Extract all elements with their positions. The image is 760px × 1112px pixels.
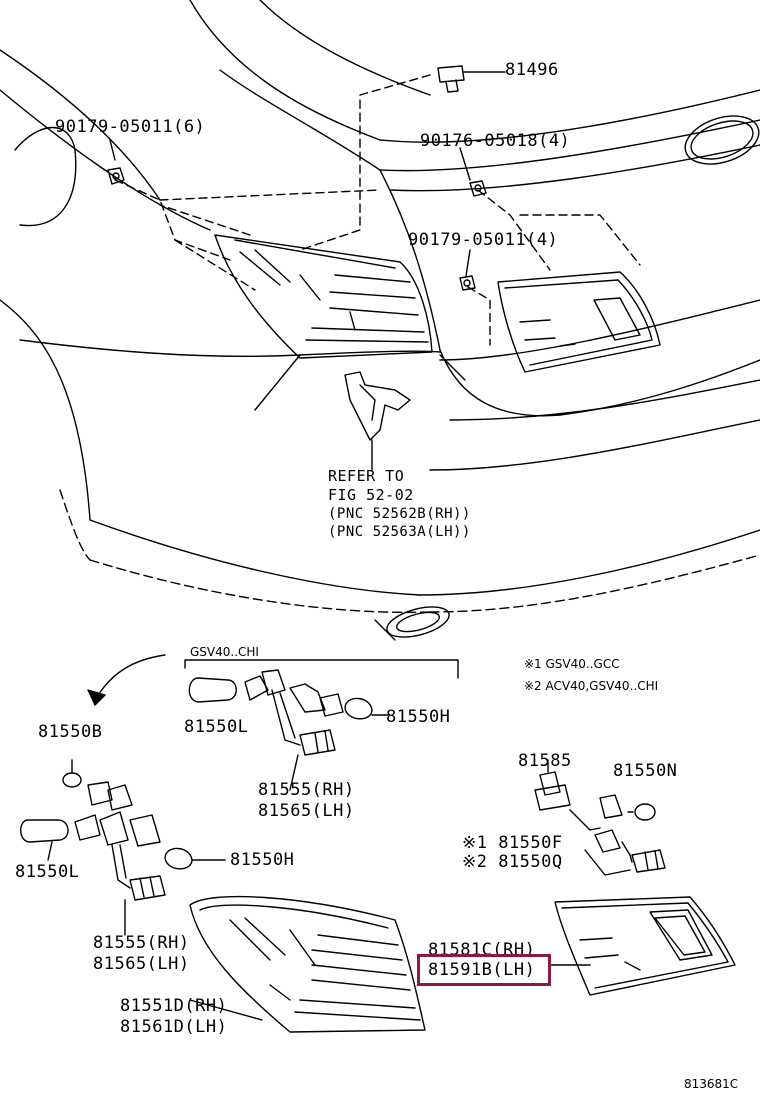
- part-number-90179-05011-6[interactable]: 90179-05011(6): [55, 117, 206, 137]
- part-number-81550L-lower[interactable]: 81550L: [15, 862, 80, 882]
- part-number-81555-upper[interactable]: 81555(RH): [258, 780, 355, 800]
- group-bracket: [184, 659, 459, 679]
- footnote-2: ※2 ACV40,GSV40..CHI: [524, 679, 659, 693]
- part-number-90179-05011-4[interactable]: 90179-05011(4): [408, 230, 559, 250]
- nut-icon: [107, 139, 487, 291]
- part-number-81591B[interactable]: 81591B(LH): [428, 960, 536, 980]
- part-number-81585[interactable]: 81585: [518, 751, 572, 771]
- refer-text-line1[interactable]: REFER TO: [328, 467, 405, 485]
- upper-leader-lines: [114, 74, 641, 346]
- connector-reference-icon: [254, 354, 466, 471]
- footnote-1: ※1 GSV40..GCC: [524, 657, 620, 671]
- part-number-81550H-upper[interactable]: 81550H: [386, 707, 451, 727]
- part-number-81496[interactable]: 81496: [505, 60, 559, 80]
- refer-text-line2[interactable]: FIG 52-02: [328, 486, 414, 504]
- highlight-box: [417, 954, 551, 986]
- tail-lamp-on-car: [214, 234, 661, 373]
- part-number-81550F[interactable]: ※1 81550F: [462, 833, 563, 853]
- part-number-81550B[interactable]: 81550B: [38, 722, 103, 742]
- part-number-81550Q[interactable]: ※2 81550Q: [462, 852, 563, 872]
- part-number-81561D[interactable]: 81561D(LH): [120, 1017, 228, 1037]
- garnish-assembly: [549, 896, 736, 996]
- curved-arrow-icon: [87, 654, 166, 706]
- bulb-socket-group-upper: [188, 669, 389, 791]
- part-number-81550H-lower[interactable]: 81550H: [230, 850, 295, 870]
- bulb-socket-group-right: [534, 759, 666, 876]
- tail-lamp-assembly: [189, 895, 426, 1033]
- refer-text-line3: (PNC 52562B(RH)): [328, 506, 471, 522]
- refer-text-line4: (PNC 52563A(LH)): [328, 524, 471, 540]
- diagram-reference-code: 813681C: [684, 1077, 739, 1091]
- part-number-81565-upper[interactable]: 81565(LH): [258, 801, 355, 821]
- bulb-socket-group-lower-left: [20, 759, 226, 936]
- clip-fastener-icon: [437, 65, 506, 93]
- part-number-81550N[interactable]: 81550N: [613, 761, 678, 781]
- part-number-81550L-upper[interactable]: 81550L: [184, 717, 249, 737]
- part-number-81565-lower[interactable]: 81565(LH): [93, 954, 190, 974]
- part-number-81551D[interactable]: 81551D(RH): [120, 996, 228, 1016]
- part-number-81555-lower[interactable]: 81555(RH): [93, 933, 190, 953]
- group-label-gsv40-chi: GSV40..CHI: [190, 645, 259, 659]
- part-number-90176-05018[interactable]: 90176-05018(4): [420, 131, 571, 151]
